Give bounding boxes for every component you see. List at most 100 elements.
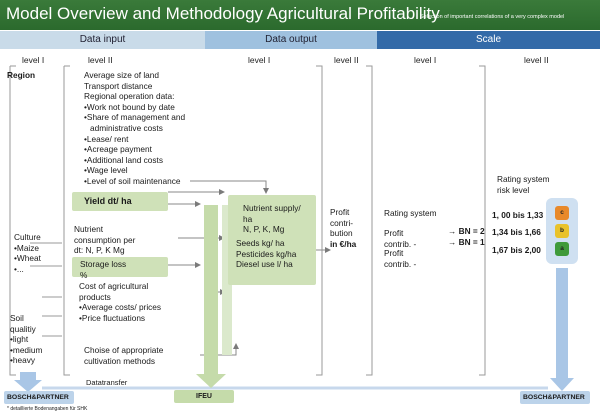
seeds-line: Pesticides kg/ha: [236, 248, 297, 259]
soil-title: qualitiy: [10, 323, 36, 334]
soil-block: Soil qualitiy •light •medium •heavy: [10, 313, 42, 366]
risk-range: 1, 00 bis 1,33: [492, 210, 544, 220]
profit-contribution-line: Profit: [330, 207, 350, 217]
bracket-col3-right: [316, 65, 323, 376]
risk-badge-c: c: [555, 206, 569, 220]
regional-item: Transport distance: [84, 80, 153, 91]
section-data-input: Data input: [0, 31, 205, 49]
risk-title-line: risk level: [497, 184, 530, 195]
green-arrow-ifeu: [196, 205, 226, 388]
storage-loss-box: [72, 257, 168, 277]
regional-item: •Level of soil maintenance: [84, 175, 181, 186]
yield-box: [72, 192, 168, 211]
bosch-left-label: BOSCH&PARTNER: [7, 394, 69, 401]
rating-line: contrib. -: [384, 258, 417, 269]
storage-loss: Storage loss %: [80, 259, 126, 280]
profit-contribution-line: contri-: [330, 217, 354, 228]
costs-line: products: [79, 291, 111, 302]
rating-line: contrib. -: [384, 238, 417, 249]
bracket-col1: [9, 65, 16, 376]
level-col5: level I: [414, 55, 437, 65]
culture-item: •Maize: [14, 242, 40, 253]
costs-block: Cost of agricultural products •Average c…: [79, 281, 161, 323]
risk-badge-b: b: [555, 224, 569, 238]
soil-item: •light: [10, 334, 29, 345]
soil-title: Soil: [10, 313, 24, 323]
title-note: Selection of important correlations of a…: [420, 14, 565, 20]
nutrient-supply-line: Nutrient supply/: [243, 203, 301, 213]
nutrient-supply-line: ha: [243, 213, 253, 224]
culture-item: •...: [14, 263, 24, 274]
regional-item: Regional operation data:: [84, 91, 175, 102]
bosch-right-box: [520, 391, 590, 404]
title-bar: [0, 0, 600, 30]
level-col2: level II: [88, 55, 113, 65]
regional-item: •Lease/ rent: [84, 133, 129, 144]
soil-item: •heavy: [10, 355, 36, 366]
seeds-line: Diesel use l/ ha: [236, 259, 293, 270]
soil-item: •medium: [10, 344, 43, 355]
rating-line: Profit: [384, 248, 404, 258]
culture-title: Culture: [14, 232, 41, 242]
regional-item: •Additional land costs: [84, 154, 164, 165]
methods-block: Choise of appropriate cultivation method…: [84, 345, 163, 366]
regional-item: administrative costs: [90, 122, 163, 133]
nutrient-consumption-line: consumption per: [74, 234, 136, 245]
risk-range: 1,34 bis 1,66: [492, 227, 541, 237]
costs-line: •Price fluctuations: [79, 312, 146, 323]
bracket-col2-left: [63, 65, 70, 376]
nutrient-consumption: Nutrient consumption per dt: N, P, K Mg: [74, 224, 135, 256]
nutrient-consumption-line: dt: N, P, K Mg: [74, 245, 125, 256]
level-col1: level I: [22, 55, 45, 65]
bn2-label: → BN = 2: [448, 226, 485, 236]
bracket-col4-right: [366, 65, 373, 376]
storage-loss-line: %: [80, 269, 88, 280]
costs-line: •Average costs/ prices: [79, 302, 162, 313]
seeds-block: Seeds kg/ ha Pesticides kg/ha Diesel use…: [236, 238, 296, 270]
region-label: Region: [7, 70, 36, 80]
bosch-right-label: BOSCH&PARTNER: [523, 394, 585, 401]
section-scale: Scale: [377, 31, 600, 49]
blue-arrow-left: [14, 372, 42, 392]
yield-label: Yield dt/ ha: [84, 196, 132, 206]
rating-title: Rating system: [384, 208, 437, 218]
culture-block: Culture •Maize •Wheat •...: [14, 232, 41, 274]
risk-title: Rating system risk level: [497, 174, 550, 195]
level-col3: level I: [248, 55, 271, 65]
rating-profit1: Profit contrib. -: [384, 228, 416, 249]
nutrient-supply: Nutrient supply/ ha N, P, K, Mg: [243, 203, 301, 235]
culture-item: •Wheat: [14, 253, 41, 264]
bn1-label: → BN = 1: [448, 237, 485, 247]
blue-arrow-right: [550, 268, 574, 391]
bosch-left-note: * detaillierte Bodenangaben für SHK: [7, 406, 88, 412]
methods-line: cultivation methods: [84, 355, 156, 366]
costs-line: Cost of agricultural: [79, 281, 149, 291]
regional-item: Average size of land: [84, 70, 160, 80]
risk-range: 1,67 bis 2,00: [492, 245, 541, 255]
storage-loss-line: Storage loss: [80, 259, 127, 269]
page-title: Model Overview and Methodology Agricultu…: [6, 4, 440, 23]
regional-data-list: Average size of land Transport distance …: [84, 70, 185, 187]
nutrient-consumption-line: Nutrient: [74, 224, 104, 234]
risk-title-line: Rating system: [497, 174, 550, 184]
nutrient-supply-line: N, P, K, Mg: [243, 224, 285, 235]
profit-contribution-unit: in €/ha: [330, 238, 357, 249]
level-col4: level II: [334, 55, 359, 65]
bosch-left-box: [4, 391, 74, 404]
seeds-line: Seeds kg/ ha: [236, 238, 285, 248]
profit-contribution-line: bution: [330, 228, 353, 239]
level-col6: level II: [524, 55, 549, 65]
datatransfer-label: Datatransfer: [86, 378, 128, 387]
regional-item: •Wage level: [84, 165, 128, 176]
bracket-col5-right: [479, 65, 486, 376]
regional-item: •Share of management and: [84, 112, 186, 123]
regional-item: •Work not bound by date: [84, 101, 175, 112]
profit-contribution: Profit contri- bution in €/ha: [330, 207, 356, 249]
risk-badge-a: a: [555, 242, 569, 256]
rating-profit2: Profit contrib. -: [384, 248, 416, 269]
ifeu-box: [174, 390, 234, 403]
methods-line: Choise of appropriate: [84, 345, 164, 355]
ifeu-label: IFEU: [196, 393, 212, 400]
